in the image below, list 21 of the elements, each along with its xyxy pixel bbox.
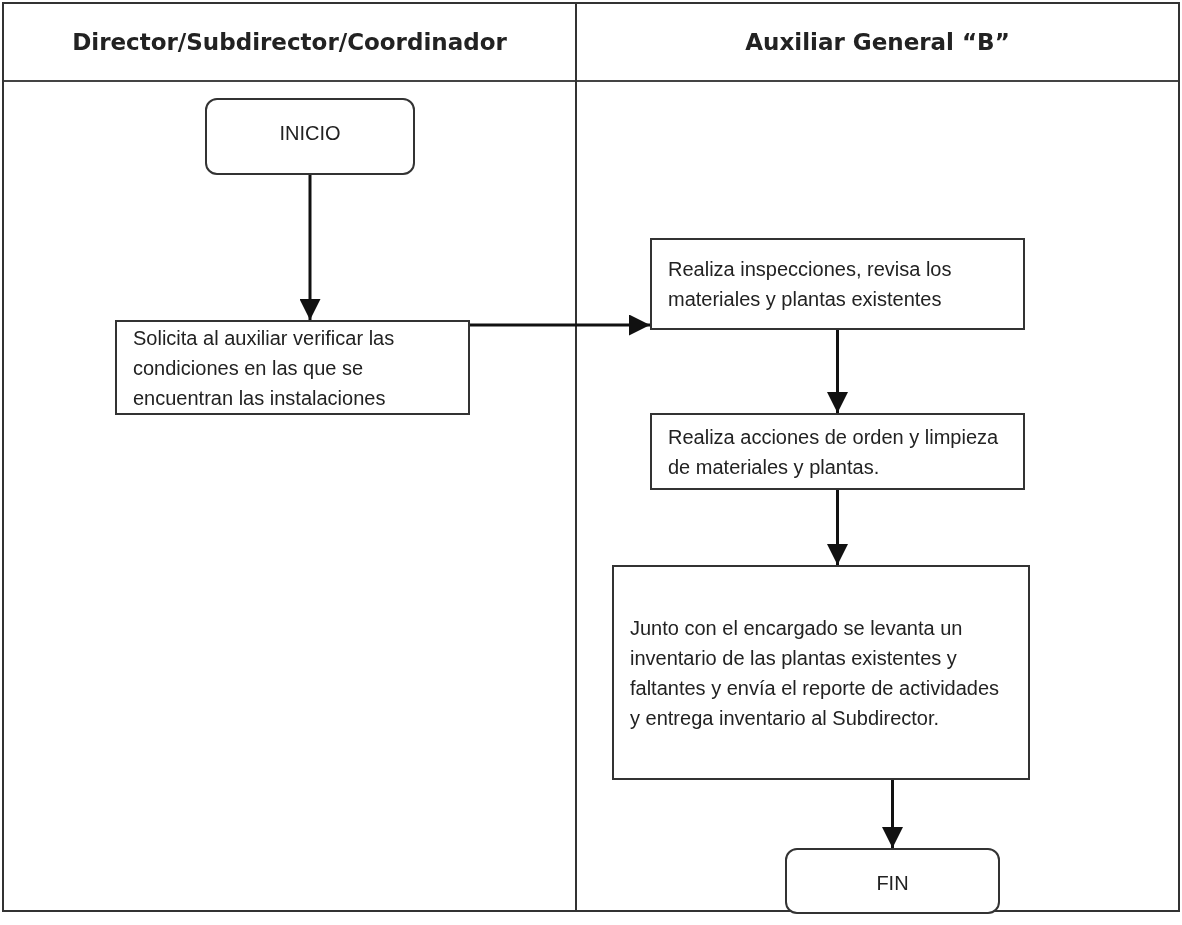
node-text: Realiza acciones de orden y limpieza de materiales y plantas. — [668, 424, 1000, 480]
arrow — [882, 780, 903, 848]
terminal-box — [205, 98, 415, 175]
swimlane — [2, 2, 577, 912]
node-text: Solicita al auxiliar verificar las condiciones en las que se encuentran las instalaciones — [133, 325, 396, 411]
node-text: Junto con el encargado se levanta un inventario de las plantas existentes y faltantes y envía el reporte de actividades y entrega inventario al Subdirector. — [630, 615, 1001, 731]
arrow — [827, 330, 848, 413]
node-text: FIN — [876, 871, 909, 896]
process-box — [115, 320, 470, 415]
node-text: Realiza inspecciones, revisa los materiales y plantas existentes — [668, 257, 953, 312]
swimlane — [577, 2, 1180, 912]
arrow — [470, 314, 650, 336]
node-text: INICIO — [279, 121, 341, 146]
arrow — [299, 175, 321, 320]
lane-header: Director/Subdirector/Coordinador — [72, 29, 507, 55]
process-box — [650, 238, 1025, 330]
process-box — [650, 413, 1025, 490]
lane-header: Auxiliar General “B” — [745, 29, 1010, 55]
terminal-box — [785, 848, 1000, 914]
process-box — [612, 565, 1030, 780]
arrow — [827, 490, 848, 565]
